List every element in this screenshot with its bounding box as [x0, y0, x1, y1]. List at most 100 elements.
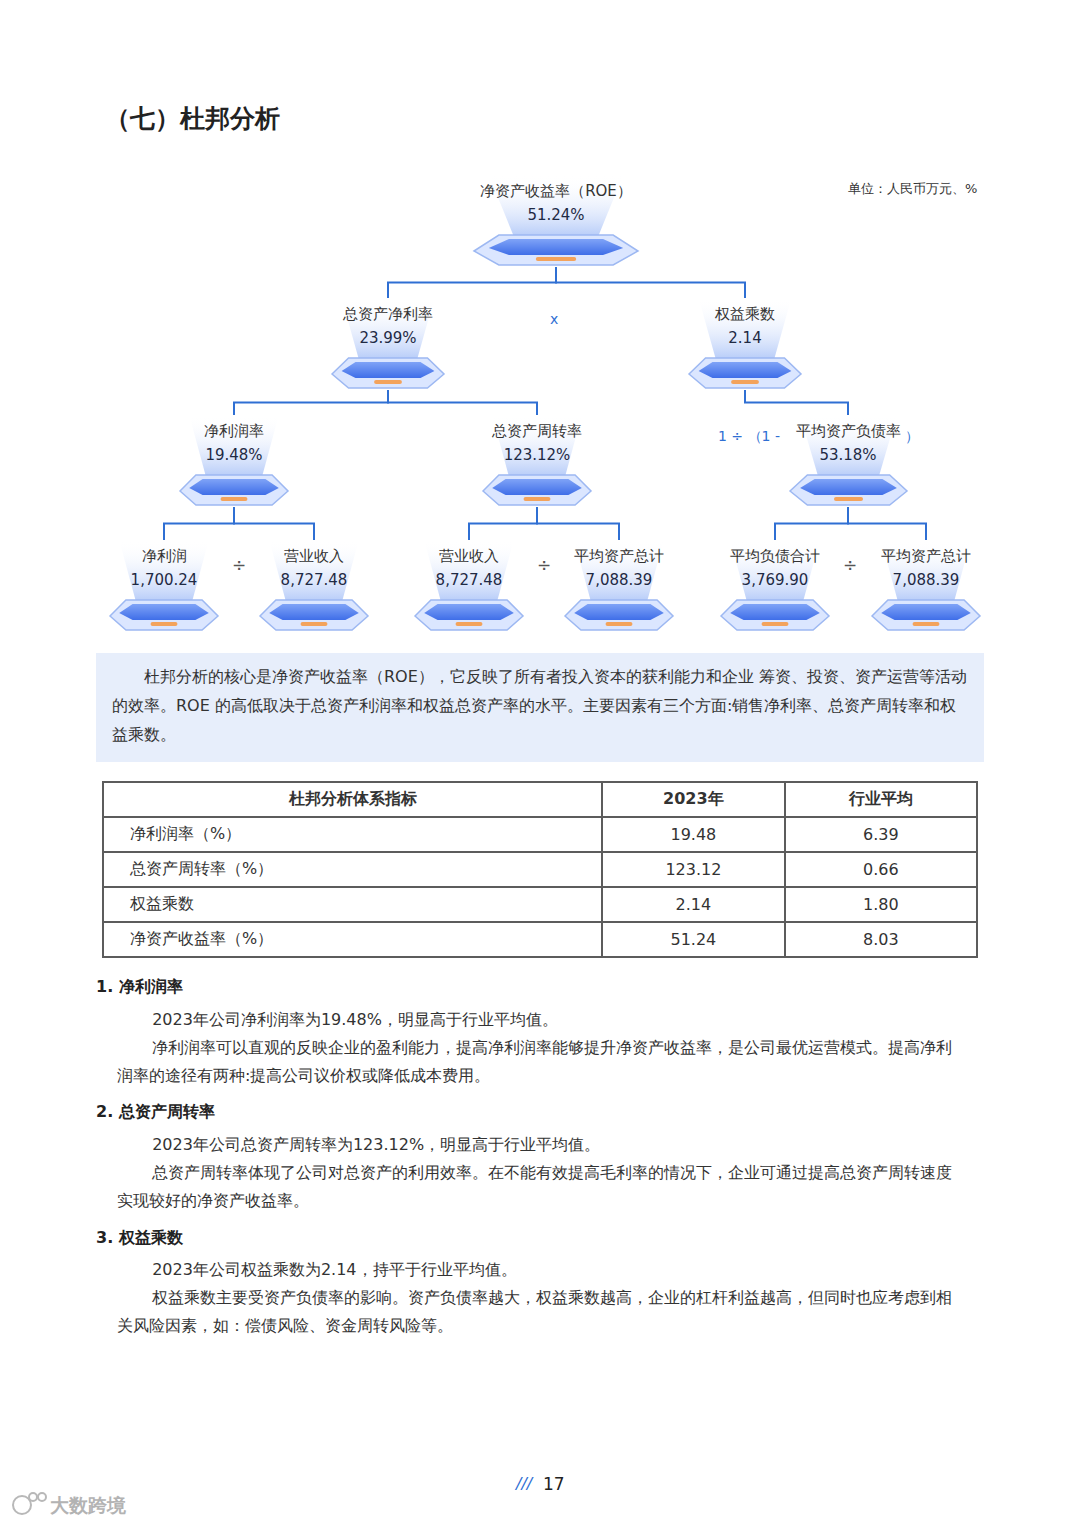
tree-connector: [775, 507, 848, 540]
pedestal-light: [536, 257, 576, 261]
node-label: 平均负债合计: [719, 544, 831, 568]
node-texts: 平均资产总计7,088.39: [870, 540, 982, 592]
cell-text: 权益乘数: [130, 894, 194, 913]
watermark: 大数跨境: [50, 1493, 126, 1519]
table-cell: 6.39: [785, 817, 977, 852]
pedestal-top: [489, 239, 623, 255]
pedestal-light: [221, 497, 248, 501]
pedestal-frame: [790, 475, 907, 505]
pedestal-node: 平均负债合计3,769.90: [719, 540, 831, 632]
table-cell: 123.12: [602, 852, 784, 887]
node-value: 1,700.24: [108, 568, 220, 592]
table-cell: 权益乘数: [103, 887, 602, 922]
pedestal-frame: [415, 600, 523, 630]
node-value: 7,088.39: [563, 568, 675, 592]
table-cell: 总资产周转率（%）: [103, 852, 602, 887]
table-cell: 1.80: [785, 887, 977, 922]
table-row: 总资产周转率（%） 123.12 0.66: [103, 852, 977, 887]
node-label: 权益乘数: [687, 302, 803, 326]
pedestal-light: [731, 380, 759, 384]
pedestal-frame: [565, 600, 673, 630]
node-value: 23.99%: [330, 326, 446, 350]
pedestal-node: 净利润1,700.24: [108, 540, 220, 632]
pedestal-frame: [474, 235, 638, 265]
pedestal-light: [833, 497, 862, 501]
note-paragraph: 杜邦分析的核心是净资产收益率（ROE），它反映了所有者投入资本的获利能力和企业 …: [112, 662, 970, 749]
multiply-sign: x: [550, 311, 558, 327]
table-cell: 净利润率（%）: [103, 817, 602, 852]
cell-text: 1.80: [863, 895, 899, 914]
node-texts: 总资产周转率123.12%: [481, 415, 593, 467]
node-texts: 平均资产总计7,088.39: [563, 540, 675, 592]
node-label: 平均资产负债率: [788, 419, 909, 443]
node-label: 总资产周转率: [481, 419, 593, 443]
tree-connector: [388, 267, 556, 298]
pedestal-node: 平均资产总计7,088.39: [563, 540, 675, 632]
cell-text: 123.12: [665, 860, 721, 879]
tree-connector: [234, 390, 388, 415]
page-mark: ///: [516, 1474, 532, 1493]
body-text: 2023年公司权益乘数为2.14，持平于行业平均值。: [117, 1256, 967, 1284]
tree-connector: [469, 507, 537, 540]
pedestal-top: [269, 604, 359, 620]
node-texts: 平均负债合计3,769.90: [719, 540, 831, 592]
node-value: 123.12%: [481, 443, 593, 467]
table-cell: 2023年: [602, 782, 784, 817]
pedestal-top: [699, 362, 792, 378]
node-value: 8,727.48: [413, 568, 525, 592]
pedestal-node: 净资产收益率（ROE）51.24%: [472, 175, 640, 267]
pedestal-light: [151, 622, 178, 626]
table-row: 净利润率（%）19.486.39: [103, 817, 977, 852]
node-texts: 净利润1,700.24: [108, 540, 220, 592]
pedestal-frame: [180, 475, 288, 505]
pedestal-top: [342, 362, 435, 378]
pedestal-node: 总资产净利率23.99%: [330, 298, 446, 390]
node-label: 净利润: [108, 544, 220, 568]
pedestal-frame: [110, 600, 218, 630]
pedestal-light: [524, 497, 551, 501]
divide-sign: ÷: [537, 555, 551, 575]
cell-text: 杜邦分析体系指标: [289, 789, 417, 808]
cell-text: 0.66: [863, 860, 899, 879]
table-cell: 51.24: [602, 922, 784, 957]
unit-note: 单位：人民币万元、%: [848, 180, 977, 198]
table-row: 净资产收益率（%） 51.24 8.03: [103, 922, 977, 957]
tree-connector: [164, 507, 234, 540]
node-texts: 总资产净利率23.99%: [330, 298, 446, 350]
section-heading: 2. 总资产周转率: [96, 1102, 215, 1123]
cell-text: 净资产收益率（%）: [130, 929, 273, 948]
cell-text: 8.03: [863, 930, 899, 949]
divide-sign: ÷: [843, 555, 857, 575]
table-cell: 0.66: [785, 852, 977, 887]
cell-text: 51.24: [670, 930, 716, 949]
node-label: 总资产净利率: [330, 302, 446, 326]
cell-text: 2.14: [676, 895, 712, 914]
pedestal-light: [301, 622, 328, 626]
node-texts: 营业收入8,727.48: [258, 540, 370, 592]
tree-connector: [234, 507, 314, 540]
section-heading: 3. 权益乘数: [96, 1228, 183, 1249]
pedestal-frame: [260, 600, 368, 630]
cell-text: 净利润率（%）: [130, 824, 241, 843]
node-value: 2.14: [687, 326, 803, 350]
node-value: 53.18%: [788, 443, 909, 467]
pedestal-top: [424, 604, 514, 620]
tree-connector: [556, 267, 745, 298]
table-cell: 行业平均: [785, 782, 977, 817]
node-value: 3,769.90: [719, 568, 831, 592]
pedestal-node: 营业收入8,727.48: [258, 540, 370, 632]
pedestal-node: 营业收入8,727.48: [413, 540, 525, 632]
note-panel: [96, 653, 984, 762]
page-title: （七）杜邦分析: [105, 102, 280, 135]
body-text: 净利润率可以直观的反映企业的盈利能力，提高净利润率能够提升净资产收益率，是公司最…: [117, 1034, 967, 1090]
pedestal-frame: [332, 358, 444, 388]
node-texts: 平均资产负债率53.18%: [788, 415, 909, 467]
pedestal-node: 平均资产总计7,088.39: [870, 540, 982, 632]
pedestal-light: [456, 622, 483, 626]
node-texts: 净资产收益率（ROE）51.24%: [472, 175, 640, 227]
cell-text: 6.39: [863, 825, 899, 844]
pedestal-node: 平均资产负债率53.18%: [788, 415, 909, 507]
table-cell: 2.14: [602, 887, 784, 922]
pedestal-light: [913, 622, 940, 626]
